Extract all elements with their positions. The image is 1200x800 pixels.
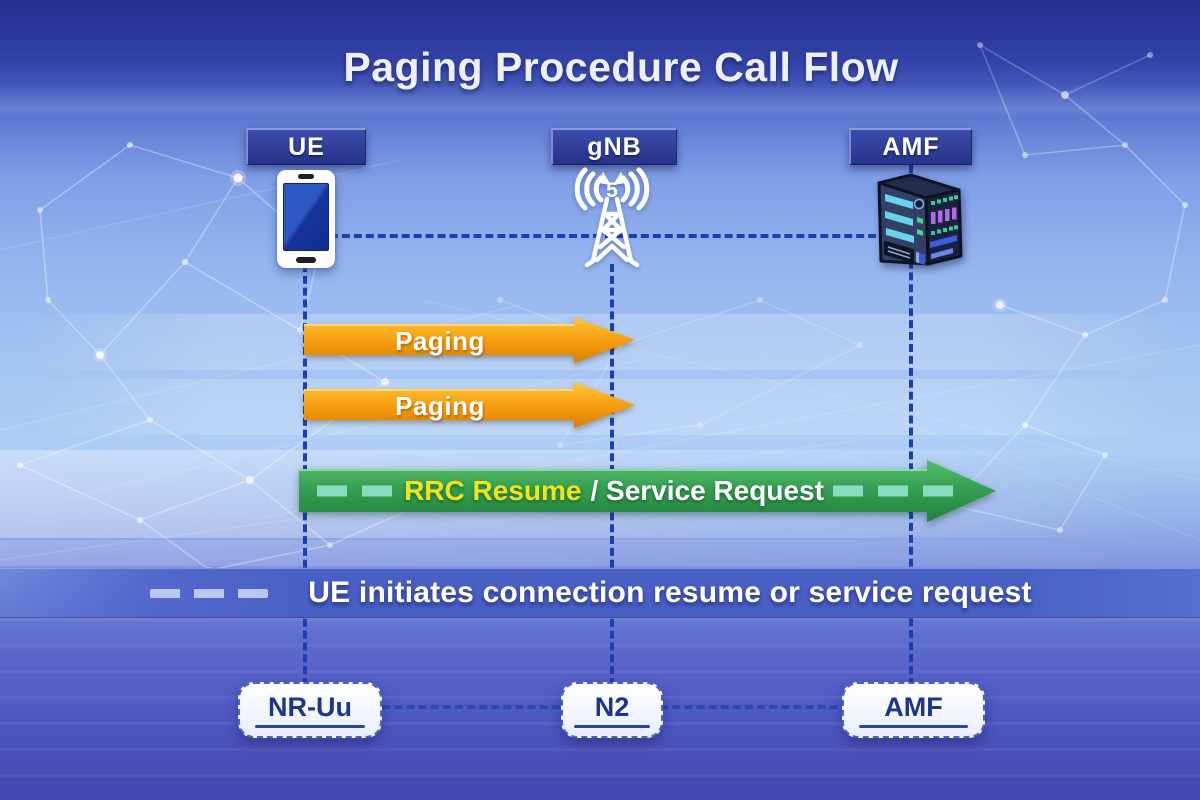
paging-text: Paging [395, 325, 485, 356]
paging-arrow-1-label: Paging [304, 325, 576, 357]
interface-underline [573, 725, 651, 728]
interface-label: AMF [884, 692, 943, 722]
paging-text: Paging [395, 390, 485, 421]
diagram-title: Paging Procedure Call Flow [343, 44, 899, 90]
caption-leading-dashes [150, 589, 268, 598]
rrc-resume-arrow-label: RRC Resume / Service Request [299, 469, 929, 513]
paging-arrow-2-label: Paging [304, 390, 576, 422]
top-shade [0, 0, 1200, 118]
interface-box-amf: AMF [842, 682, 985, 738]
interface-label: N2 [594, 692, 630, 722]
highlight-streak [0, 540, 1200, 566]
entity-label-amf-text: AMF [882, 132, 940, 161]
rrc-resume-arrow [299, 460, 996, 522]
entity-label-ue: UE [246, 128, 366, 165]
smartphone-icon [277, 170, 335, 268]
phone-speaker [298, 174, 314, 179]
entity-label-amf: AMF [849, 128, 972, 165]
phone-home-button [296, 257, 316, 263]
interface-box-n2: N2 [561, 682, 663, 738]
interface-box-nr-uu: NR-Uu [238, 682, 382, 738]
tower-5g-badge: 5 [606, 179, 618, 202]
phone-screen [283, 183, 329, 251]
rrc-resume-text: RRC Resume [404, 475, 582, 506]
cell-tower-icon: 5 [574, 167, 650, 268]
service-request-text: / Service Request [590, 475, 824, 506]
server-icon [877, 173, 963, 266]
interface-label: NR-Uu [268, 692, 352, 722]
paging-arrow-1 [304, 317, 635, 363]
paging-arrow-2 [304, 382, 635, 428]
caption-text: UE initiates connection resume or servic… [308, 576, 1032, 609]
interface-underline [255, 725, 365, 728]
entity-label-gnb-text: gNB [587, 132, 642, 161]
entity-label-gnb: gNB [551, 128, 677, 165]
entity-label-ue-text: UE [288, 132, 325, 161]
amf-lifeline [909, 165, 913, 686]
interface-underline [859, 725, 968, 728]
